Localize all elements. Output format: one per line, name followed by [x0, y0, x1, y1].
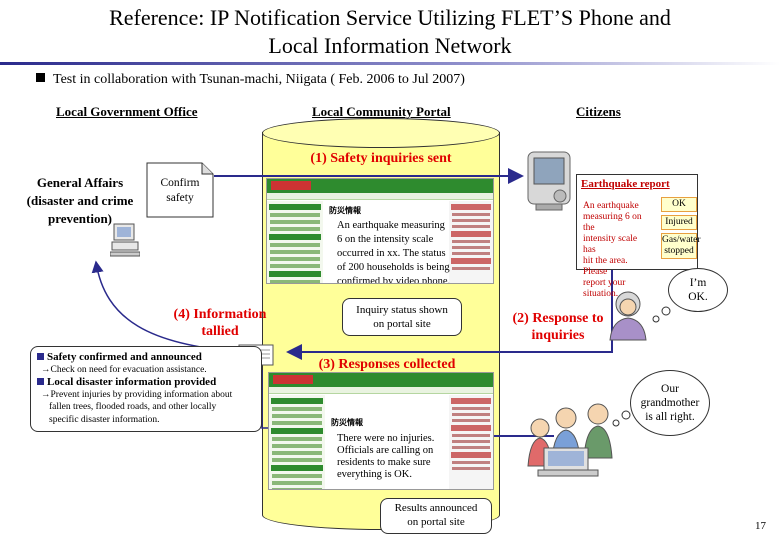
portal-bottom-heading: 防災情報	[331, 418, 363, 427]
portal-top-line-5: confirmed by video phone.	[337, 276, 451, 284]
earthquake-report-title: Earthquake report	[581, 178, 670, 190]
earthquake-report-text: An earthquake measuring 6 on the intensi…	[583, 201, 649, 300]
office-computer-icon	[110, 223, 140, 257]
callout-inquiry-line-2: on portal site	[373, 318, 431, 330]
portal-right-menu	[449, 201, 493, 283]
eq-line-5: report your situation.	[583, 278, 626, 299]
title-line-1: Reference: IP Notification Service Utili…	[109, 5, 671, 30]
thought-ok-line-1: I’m	[689, 277, 707, 289]
portal-top-line-2: 6 on the intensity scale	[337, 234, 434, 245]
callout-results-line-2: on portal site	[407, 516, 465, 528]
callout-results-line-1: Results announced	[394, 502, 478, 514]
confirm-line-1: Confirm	[160, 177, 200, 189]
general-affairs-line-2: (disaster and crime	[26, 193, 134, 208]
confirm-safety-text: Confirm safety	[146, 176, 214, 206]
family-figure	[527, 403, 613, 477]
bullet-square-icon	[36, 73, 45, 82]
step-2-line-1: (2) Response to	[512, 311, 604, 326]
confirm-safety-note: Confirm safety	[146, 162, 214, 218]
step-4-line-1: (4) Information	[173, 307, 267, 322]
eq-line-3: intensity scale has	[583, 234, 638, 255]
thought-grandmother-line-2: grandmother	[640, 397, 700, 409]
eq-line-2: measuring 6 on the	[583, 212, 642, 233]
portal-header-bar	[269, 373, 493, 387]
eq-line-4: hit the area. Please	[583, 256, 628, 277]
disaster-info-detail-3: specific disaster information.	[49, 414, 160, 425]
step-2-line-2: inquiries	[531, 328, 585, 343]
portal-top-line-4: of 200 households is being	[337, 262, 450, 273]
safety-info-box: Safety confirmed and announced →Check on…	[30, 346, 262, 432]
thought-bubble-grandmother: Our grandmother is all right.	[630, 370, 710, 436]
step-4-label: (4) Information tallied	[168, 306, 272, 340]
intro-bullet: Test in collaboration with Tsunan-machi,…	[36, 72, 465, 88]
earthquake-report-panel: Earthquake report An earthquake measurin…	[576, 174, 701, 299]
portal-right-menu	[449, 395, 493, 489]
portal-top-line-3: occurred in xx. The status	[337, 248, 446, 259]
folded-document-icon	[146, 162, 214, 218]
gas-water-stopped-button[interactable]: Gas/water stopped	[661, 233, 701, 259]
general-affairs-line-3: prevention)	[47, 211, 113, 226]
portal-cylinder-top	[262, 118, 500, 148]
portal-top-heading: 防災情報	[329, 206, 361, 215]
portal-left-menu	[267, 201, 323, 283]
slide-title: Reference: IP Notification Service Utili…	[0, 4, 780, 60]
thought-ok-line-2: OK.	[688, 291, 708, 303]
portal-bottom-line-4: everything is OK.	[337, 469, 412, 480]
video-phone-icon	[527, 151, 571, 211]
portal-left-menu	[269, 395, 325, 489]
general-affairs-label: General Affairs (disaster and crime prev…	[18, 174, 142, 228]
thought-bubble-ok: I’m OK.	[668, 268, 728, 312]
callout-inquiry-status: Inquiry status shown on portal site	[342, 298, 462, 336]
arrow-response	[286, 262, 613, 360]
safety-confirmed-heading: Safety confirmed and announced	[37, 351, 255, 364]
confirm-line-2: safety	[166, 192, 194, 204]
portal-bottom-text: There were no injuries. Officials are ca…	[337, 433, 434, 481]
portal-bottom-line-3: residents to make sure	[337, 457, 431, 468]
step-4-line-2: tallied	[201, 324, 239, 339]
disaster-info-detail-2: fallen trees, flooded roads, and other l…	[49, 402, 217, 412]
safety-confirmed-detail: →Check on need for evacuation assistance…	[41, 364, 207, 375]
step-1-label: (1) Safety inquiries sent	[310, 151, 452, 166]
eq-line-1: An earthquake	[583, 201, 639, 211]
portal-top-text: An earthquake measuring 6 on the intensi…	[337, 219, 451, 284]
callout-inquiry-line-1: Inquiry status shown	[356, 304, 448, 316]
column-local-government: Local Government Office	[56, 104, 198, 119]
intro-bullet-text: Test in collaboration with Tsunan-machi,…	[53, 72, 465, 87]
portal-bottom-line-1: There were no injuries.	[337, 433, 435, 444]
title-underline	[0, 62, 780, 65]
general-affairs-line-1: General Affairs	[36, 175, 124, 190]
portal-top-line-1: An earthquake measuring	[337, 220, 445, 231]
column-citizens: Citizens	[576, 104, 621, 119]
title-line-2: Local Information Network	[268, 33, 512, 58]
elderly-citizen-figure	[609, 291, 647, 341]
portal-screenshot-top: 防災情報 An earthquake measuring 6 on the in…	[266, 178, 494, 284]
thought-grandmother-line-3: is all right.	[645, 411, 695, 423]
disaster-info-heading: Local disaster information provided	[37, 376, 255, 389]
step-2-label: (2) Response to inquiries	[506, 310, 610, 344]
ok-button[interactable]: OK	[661, 197, 697, 212]
portal-header-bar	[267, 179, 493, 193]
thought-grandmother-line-1: Our	[661, 383, 679, 395]
injured-button[interactable]: Injured	[661, 215, 697, 230]
column-community-portal: Local Community Portal	[312, 104, 451, 119]
disaster-info-detail-1: →Prevent injuries by providing informati…	[41, 389, 233, 400]
page-number: 17	[755, 520, 766, 532]
step-3-label: (3) Responses collected	[318, 357, 456, 372]
portal-bottom-line-2: Officials are calling on	[337, 445, 434, 456]
callout-results-announced: Results announced on portal site	[380, 498, 492, 534]
portal-screenshot-bottom: 防災情報 There were no injuries. Officials a…	[268, 372, 494, 490]
